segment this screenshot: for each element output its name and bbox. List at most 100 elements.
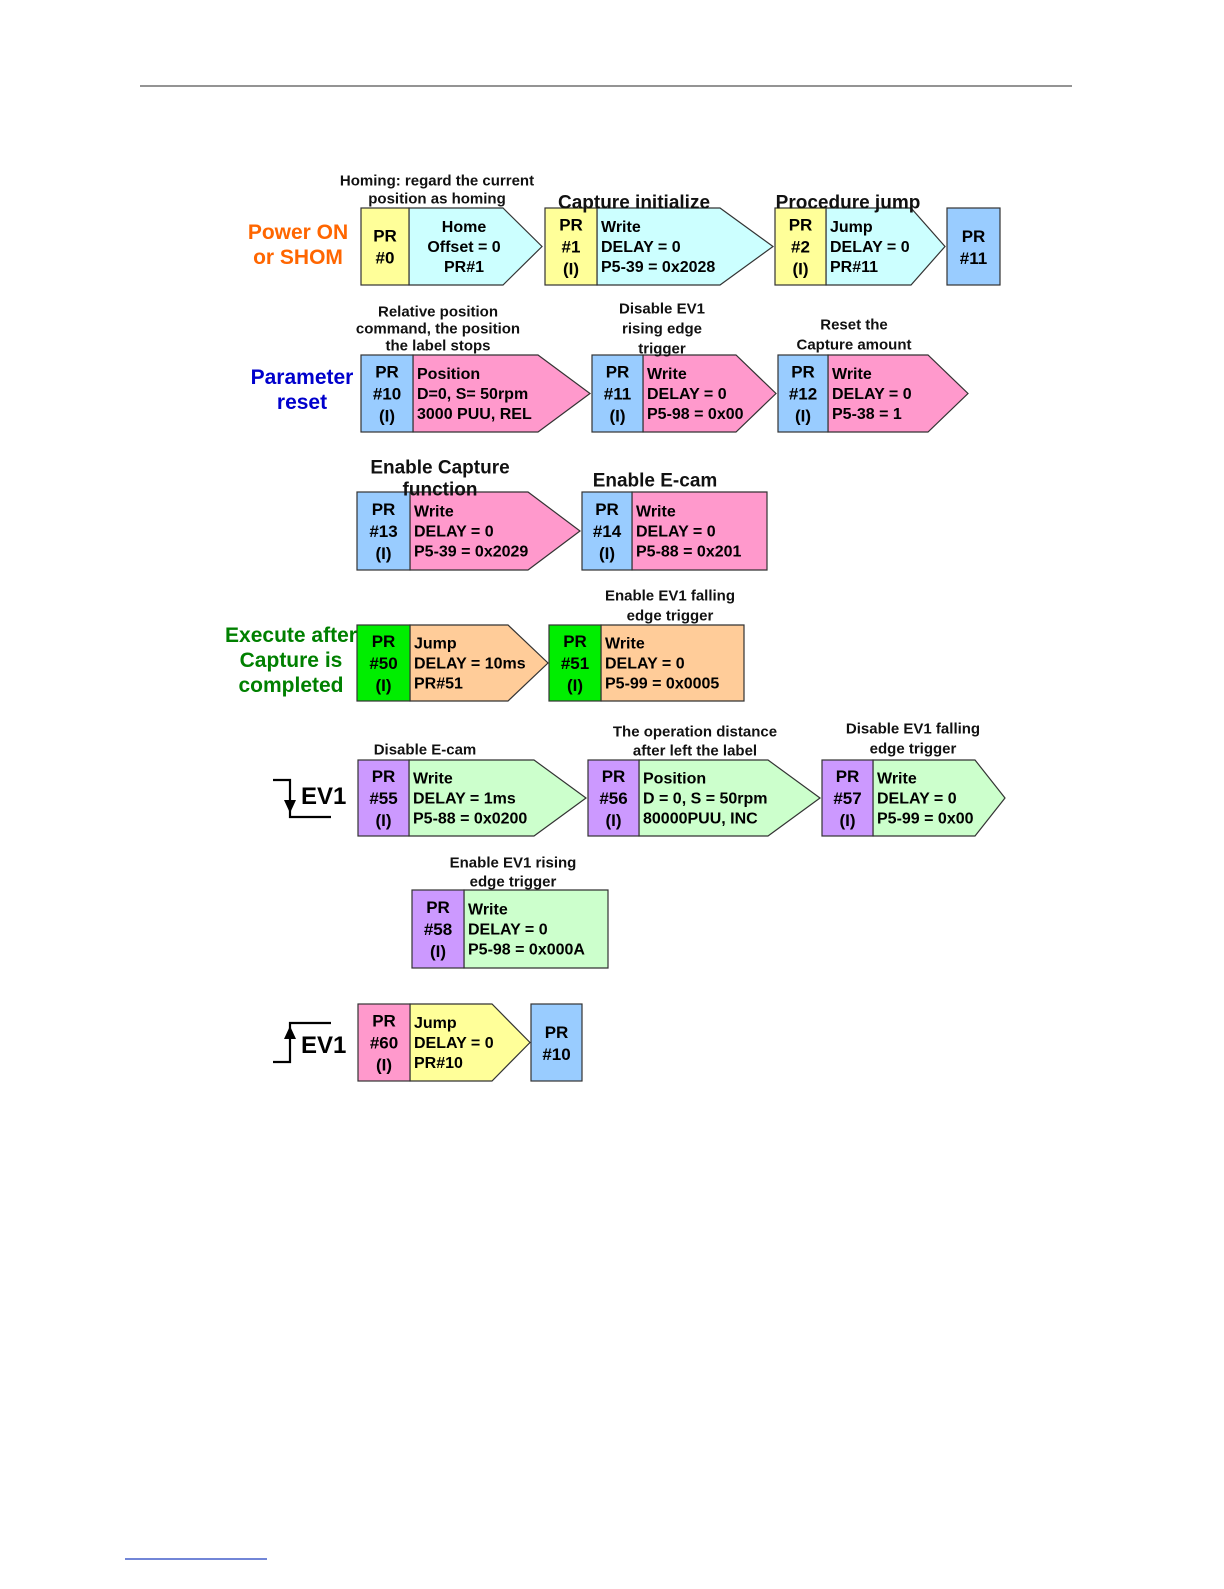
block-body-text: P5-98 = 0x000A: [468, 942, 585, 959]
block-body-text: DELAY = 0: [636, 524, 716, 541]
pr-number-box: [356, 491, 411, 571]
block-body-text: DELAY = 0: [832, 386, 912, 403]
caption-text: Procedure jump: [776, 193, 921, 214]
block-body-text: Write: [413, 771, 453, 788]
pr-number-text: #11: [960, 249, 987, 268]
pr-number-text: #55: [369, 789, 397, 808]
ev1-falling-label: EV1: [301, 783, 346, 810]
pr-number-text: #10: [542, 1045, 570, 1064]
pr-number-box: [581, 491, 633, 571]
caption-text: The operation distance: [613, 723, 777, 740]
pr-number-text: (I): [375, 811, 391, 830]
block-body-text: DELAY = 0: [830, 239, 910, 256]
pr-number-text: (I): [599, 544, 615, 563]
block-body-text: DELAY = 0: [414, 524, 494, 541]
caption-text: Enable E-cam: [593, 471, 718, 492]
pr-number-text: #13: [369, 522, 397, 541]
pr-number-box: [357, 759, 410, 837]
pr-number-box: [548, 624, 602, 702]
pr-number-text: PR: [559, 215, 583, 234]
pr-number-text: PR: [372, 1011, 396, 1030]
side-label-text: Power ON: [248, 221, 348, 244]
block-body-text: Jump: [414, 1015, 457, 1032]
block-body-text: D = 0, S = 50rpm: [643, 791, 768, 808]
block-body-text: Write: [647, 366, 687, 383]
pr-number-text: (I): [375, 544, 391, 563]
block-body-text: Position: [643, 771, 706, 788]
caption-text: rising edge: [622, 320, 702, 337]
block-body-text: Offset = 0: [427, 239, 500, 256]
block-body-text: 3000 PUU, REL: [417, 406, 532, 423]
block-body-text: P5-38 = 1: [832, 406, 902, 423]
caption-text: Capture amount: [796, 336, 911, 353]
block-body-text: PR#11: [830, 259, 878, 276]
caption-text: edge trigger: [627, 607, 714, 624]
block-body-text: P5-99 = 0x0005: [605, 676, 719, 693]
pr-number-text: PR: [372, 500, 396, 519]
pr-number-text: #60: [370, 1033, 398, 1052]
pr-number-text: PR: [791, 362, 815, 381]
caption-text: Enable EV1 falling: [605, 587, 735, 604]
block-body-text: P5-98 = 0x00: [647, 406, 744, 423]
caption-text: Enable EV1 rising: [450, 854, 577, 871]
caption-text: trigger: [638, 340, 686, 357]
caption-enable-ecam: Enable E-cam: [593, 471, 718, 492]
caption-text: Disable EV1 falling: [846, 720, 980, 737]
pr-number-box: [777, 354, 829, 433]
pr-number-text: (I): [375, 676, 391, 695]
pr-number-text: PR: [595, 500, 619, 519]
block-body-text: Write: [832, 366, 872, 383]
block-body-text: Write: [636, 504, 676, 521]
block-body-text: P5-88 = 0x0200: [413, 811, 527, 828]
pr-number-box: [357, 1003, 411, 1082]
block-body-text: P5-99 = 0x00: [877, 811, 974, 828]
caption-enable-ev1-falling: Enable EV1 falling edge trigger: [605, 587, 735, 624]
pr-number-text: #56: [599, 789, 627, 808]
side-label-text: Capture is: [240, 649, 343, 672]
caption-text: Relative position: [378, 303, 498, 320]
pr-number-text: #58: [424, 920, 452, 939]
ev1-falling-edge: EV1: [273, 778, 346, 819]
down-arrow-icon: [284, 800, 296, 813]
pr-number-text: #10: [373, 384, 401, 403]
block-body-text: DELAY = 0: [468, 922, 548, 939]
pr-number-box: [544, 207, 598, 286]
ev1-rising-edge: EV1: [273, 1021, 346, 1064]
pr-number-text: #12: [789, 384, 817, 403]
block-body-text: D=0, S= 50rpm: [417, 386, 528, 403]
block-body-text: P5-88 = 0x201: [636, 544, 742, 561]
side-label-text: Parameter: [251, 366, 354, 389]
side-label-text: completed: [238, 674, 343, 697]
pr-number-text: #51: [561, 654, 589, 673]
pr-number-box: [530, 1003, 583, 1082]
block-body-text: Jump: [414, 636, 457, 653]
pr-number-text: (I): [609, 406, 625, 425]
block-body-text: Write: [414, 504, 454, 521]
block-body-text: Write: [605, 636, 645, 653]
block-body-text: DELAY = 1ms: [413, 791, 516, 808]
block-body-text: Write: [468, 902, 508, 919]
pr-number-text: PR: [372, 767, 396, 786]
block-body-text: Home: [442, 219, 487, 236]
block-body-text: DELAY = 0: [647, 386, 727, 403]
pr-number-text: (I): [563, 259, 579, 278]
block-body-text: P5-39 = 0x2029: [414, 544, 528, 561]
pr-number-text: #14: [593, 522, 622, 541]
pr-number-text: PR: [606, 362, 630, 381]
pr-number-box: [591, 354, 644, 433]
pr-number-text: PR: [426, 898, 450, 917]
pr-number-text: PR: [375, 362, 399, 381]
